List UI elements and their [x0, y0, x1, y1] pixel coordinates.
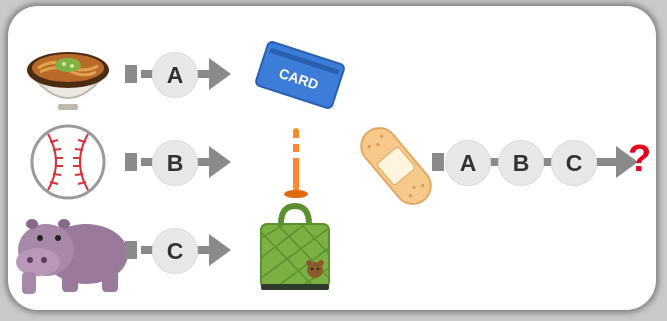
- traffic-pole-icon: [284, 128, 308, 198]
- noodle-bowl-icon: [26, 52, 110, 110]
- quilted-bag-icon: [260, 202, 330, 290]
- baseball-icon: [30, 124, 106, 200]
- letter-a-circle: A: [152, 52, 198, 98]
- sequence-letter-a: A: [445, 140, 491, 186]
- question-mark: ?: [628, 138, 652, 180]
- puzzle-panel: A CARD B: [8, 6, 656, 310]
- letter-b-circle: B: [152, 140, 198, 186]
- sequence-letter-b: B: [498, 140, 544, 186]
- bandage-icon: [360, 127, 432, 205]
- card-icon: CARD: [255, 41, 345, 109]
- letter-c-circle: C: [152, 228, 198, 274]
- sequence-letter-c: C: [551, 140, 597, 186]
- hippo-icon: [16, 219, 128, 294]
